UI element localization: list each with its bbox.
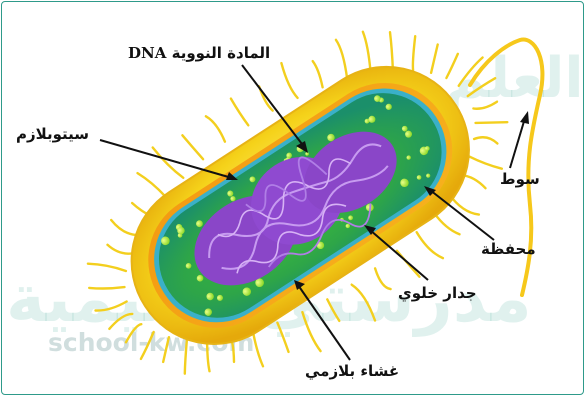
label-dna-latin: DNA	[128, 44, 166, 62]
label-plasma-membrane: غشاء بلازمي	[305, 362, 399, 380]
diagram-frame	[1, 1, 584, 395]
label-cytoplasm: سيتوبلازم	[16, 125, 89, 143]
label-cell-wall: جدار خلوي	[398, 284, 477, 302]
label-capsule: محفظة	[481, 240, 536, 258]
label-dna-nuclear-material: المادة النووية DNA	[128, 44, 270, 62]
label-flagellum: سوط	[500, 170, 540, 188]
label-dna-arabic: المادة النووية	[172, 44, 271, 62]
